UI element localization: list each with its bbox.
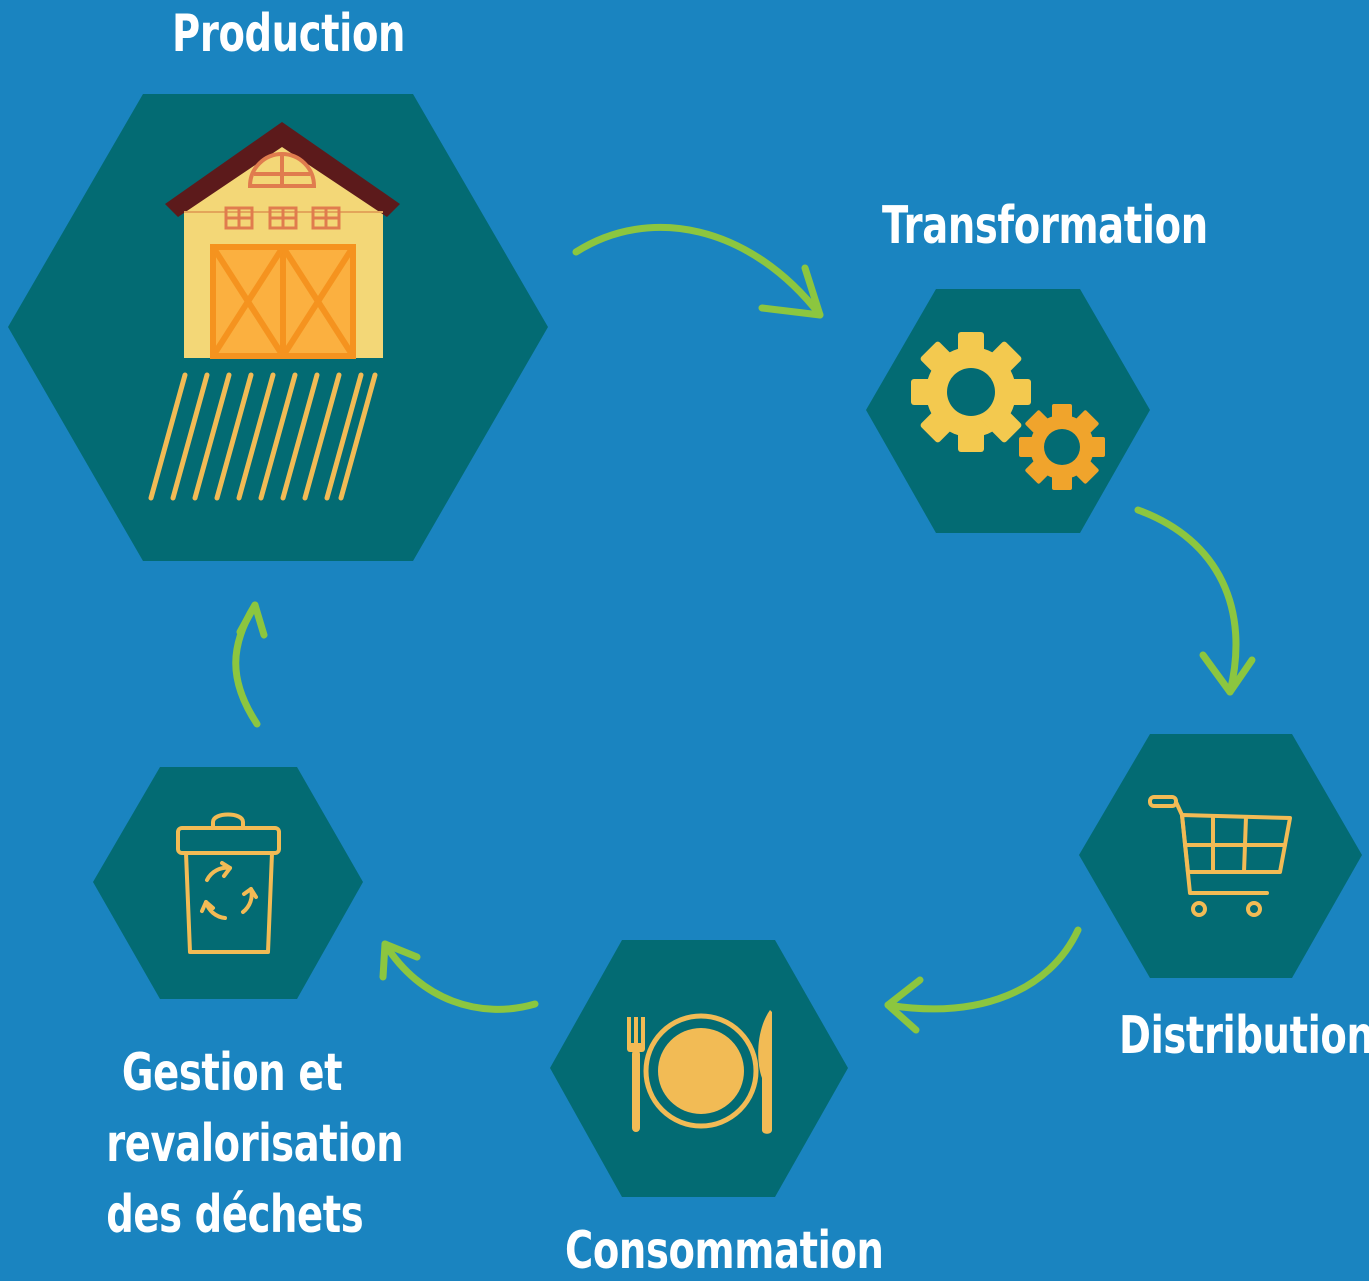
shopping-cart-icon (1148, 795, 1292, 917)
consommation-label: Consommation (565, 1221, 884, 1281)
gestion-label: Gestion et revalorisation des déchets (106, 1038, 404, 1252)
distribution-label: Distribution (1119, 1006, 1369, 1066)
cycle-arrows (232, 223, 1256, 1034)
gears-icon (911, 332, 1105, 490)
arrow-production-to-transformation (572, 223, 824, 319)
arrow-gestion-to-production (232, 601, 268, 728)
transformation-label: Transformation (882, 196, 1208, 256)
gestion-label-line-1: Gestion et (121, 1043, 343, 1103)
gestion-hexagon (93, 767, 363, 999)
arrow-distribution-to-consommation (884, 926, 1082, 1034)
gestion-label-line-3: des déchets (106, 1185, 364, 1246)
gestion-label-line-2: revalorisation (106, 1114, 404, 1175)
arrow-transformation-to-distribution (1134, 506, 1256, 696)
distribution-hexagon (1079, 734, 1362, 978)
barn-field-icon (148, 122, 400, 501)
recycle-bin-icon (176, 812, 281, 954)
production-label: Production (172, 4, 406, 64)
arrow-consommation-to-gestion (379, 940, 539, 1013)
plate-fork-knife-icon (627, 1010, 772, 1134)
